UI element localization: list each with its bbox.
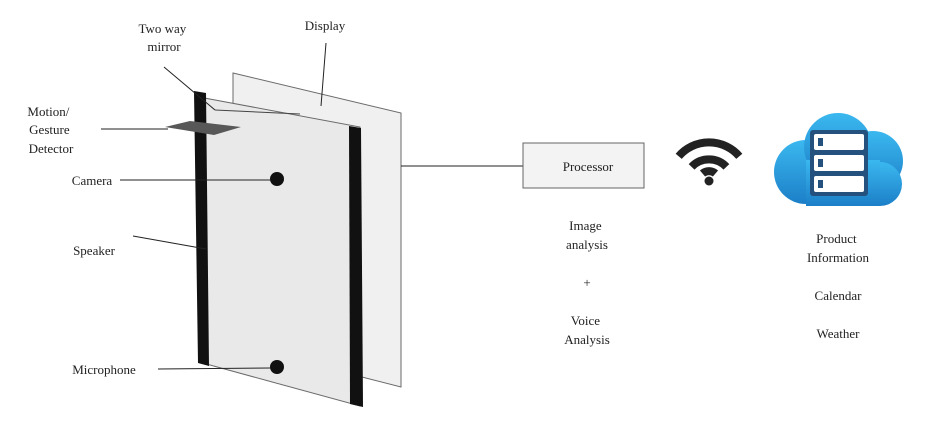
- processor-label: Processor: [563, 159, 614, 174]
- two-way-mirror-label: Two way mirror: [138, 21, 189, 54]
- two-way-mirror-label-line-1: Two way: [138, 21, 186, 36]
- plus-label: +: [583, 275, 590, 290]
- image-analysis-label-line-2: analysis: [566, 237, 608, 252]
- wifi-arc-middle: [688, 155, 730, 170]
- motion-gesture-detector: [165, 121, 241, 135]
- server-card-3: [814, 176, 864, 192]
- mirror-top-leader: [214, 109, 301, 115]
- wifi-icon: [675, 138, 743, 177]
- two-way-mirror-label-line-2: mirror: [147, 39, 181, 54]
- cloud-server-icon: [774, 113, 903, 206]
- product-information-label-line-1: Product: [816, 231, 857, 246]
- processor-box: [522, 142, 645, 189]
- motion-detector-label: Motion/ Gesture Detector: [27, 104, 74, 156]
- voice-analysis-label-line-1: Voice: [571, 313, 601, 328]
- camera-dot: [270, 172, 284, 186]
- mirror-left-frame: [194, 91, 209, 366]
- microphone-leader: [157, 367, 272, 370]
- display-leader: [320, 42, 327, 107]
- voice-analysis-label: Voice Analysis: [564, 313, 610, 347]
- display-label: Display: [305, 18, 346, 33]
- server-card-1: [814, 134, 864, 150]
- motion-detector-label-line-2: Gesture: [29, 122, 70, 137]
- server-led-1: [818, 138, 823, 146]
- server-card-2: [814, 155, 864, 171]
- voice-analysis-label-line-2: Analysis: [564, 332, 610, 347]
- server-led-2: [818, 159, 823, 167]
- camera-label: Camera: [72, 173, 113, 188]
- mirror-right-frame: [349, 126, 363, 407]
- image-analysis-label: Image analysis: [566, 218, 608, 252]
- motion-detector-label-line-3: Detector: [29, 141, 74, 156]
- wifi-arc-outer: [675, 138, 743, 160]
- speaker-label: Speaker: [73, 243, 116, 258]
- motion-detector-label-line-1: Motion/: [27, 104, 69, 119]
- speaker-leader: [132, 235, 207, 250]
- calendar-label: Calendar: [815, 288, 863, 303]
- product-information-label-line-2: Information: [807, 250, 870, 265]
- microphone-label: Microphone: [72, 362, 136, 377]
- product-information-label: Product Information: [807, 231, 870, 265]
- weather-label: Weather: [817, 326, 861, 341]
- two-way-mirror-leader: [163, 66, 216, 111]
- microphone-dot: [270, 360, 284, 374]
- wifi-dot: [704, 176, 714, 186]
- two-way-mirror-panel: [198, 96, 361, 407]
- server-led-3: [818, 180, 823, 188]
- image-analysis-label-line-1: Image: [569, 218, 602, 233]
- wifi-arc-inner: [699, 167, 719, 177]
